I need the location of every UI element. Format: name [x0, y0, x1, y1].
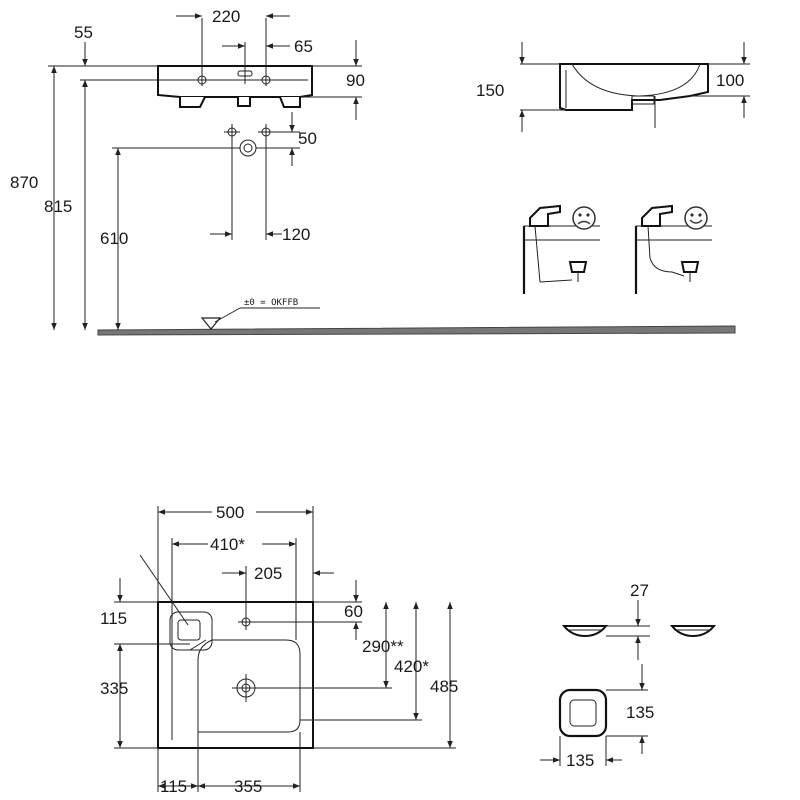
tap-hole-plan: [238, 614, 254, 630]
dim-815: 815: [44, 197, 72, 216]
waste-connection: [239, 139, 257, 157]
dim-65: 65: [294, 37, 313, 56]
installation-recommended: [634, 204, 712, 294]
basin-side: [559, 63, 709, 111]
basin-front: [157, 65, 313, 98]
dim-100: 100: [716, 71, 744, 90]
floor-line: [97, 325, 736, 336]
dim-60: 60: [344, 602, 363, 621]
floor-marker: [200, 317, 222, 330]
dim-90: 90: [346, 71, 365, 90]
dim-115-top: 115: [100, 609, 127, 628]
dim-355: 355: [234, 777, 262, 796]
dim-220: 220: [212, 7, 240, 26]
dim-120: 120: [282, 225, 310, 244]
waste-cover-left: [561, 625, 609, 638]
dim-135-horizontal: 135: [566, 751, 594, 770]
basin-outline: [157, 601, 314, 749]
dim-115-bottom: 115: [160, 777, 187, 796]
water-connection-right: [258, 124, 274, 140]
dim-610: 610: [100, 229, 128, 248]
dim-870: 870: [10, 173, 38, 192]
dim-500: 500: [216, 503, 244, 522]
water-connection-left: [224, 124, 240, 140]
dim-205: 205: [254, 564, 282, 583]
soap-tray: [169, 611, 213, 651]
waste-detail: 27 135 135: [540, 581, 717, 770]
dim-135-vertical: 135: [626, 703, 654, 722]
dim-55: 55: [74, 23, 93, 42]
drain-plan: [232, 674, 260, 702]
installation-not-recommended: [522, 204, 600, 294]
side-view: 150 100: [476, 42, 750, 132]
dim-335: 335: [100, 679, 128, 698]
dim-485: 485: [430, 677, 458, 696]
floor-reference-label: ±0 = OKFFB: [244, 298, 298, 308]
sad-face-icon: [572, 206, 596, 230]
basin-underside: [179, 96, 206, 108]
dim-290: 290**: [362, 637, 404, 656]
plan-view: 500 410* 205 115 60 290** 420* 4: [100, 503, 458, 796]
dim-420: 420*: [394, 657, 429, 676]
happy-face-icon: [684, 206, 708, 230]
dim-27: 27: [630, 581, 649, 600]
waste-cover-right: [669, 625, 717, 638]
dim-50: 50: [298, 129, 317, 148]
dim-410: 410*: [210, 535, 245, 554]
waste-cover-plan: [558, 688, 608, 738]
front-view: ±0 = OKFFB 220: [10, 7, 736, 336]
dim-150: 150: [476, 81, 504, 100]
